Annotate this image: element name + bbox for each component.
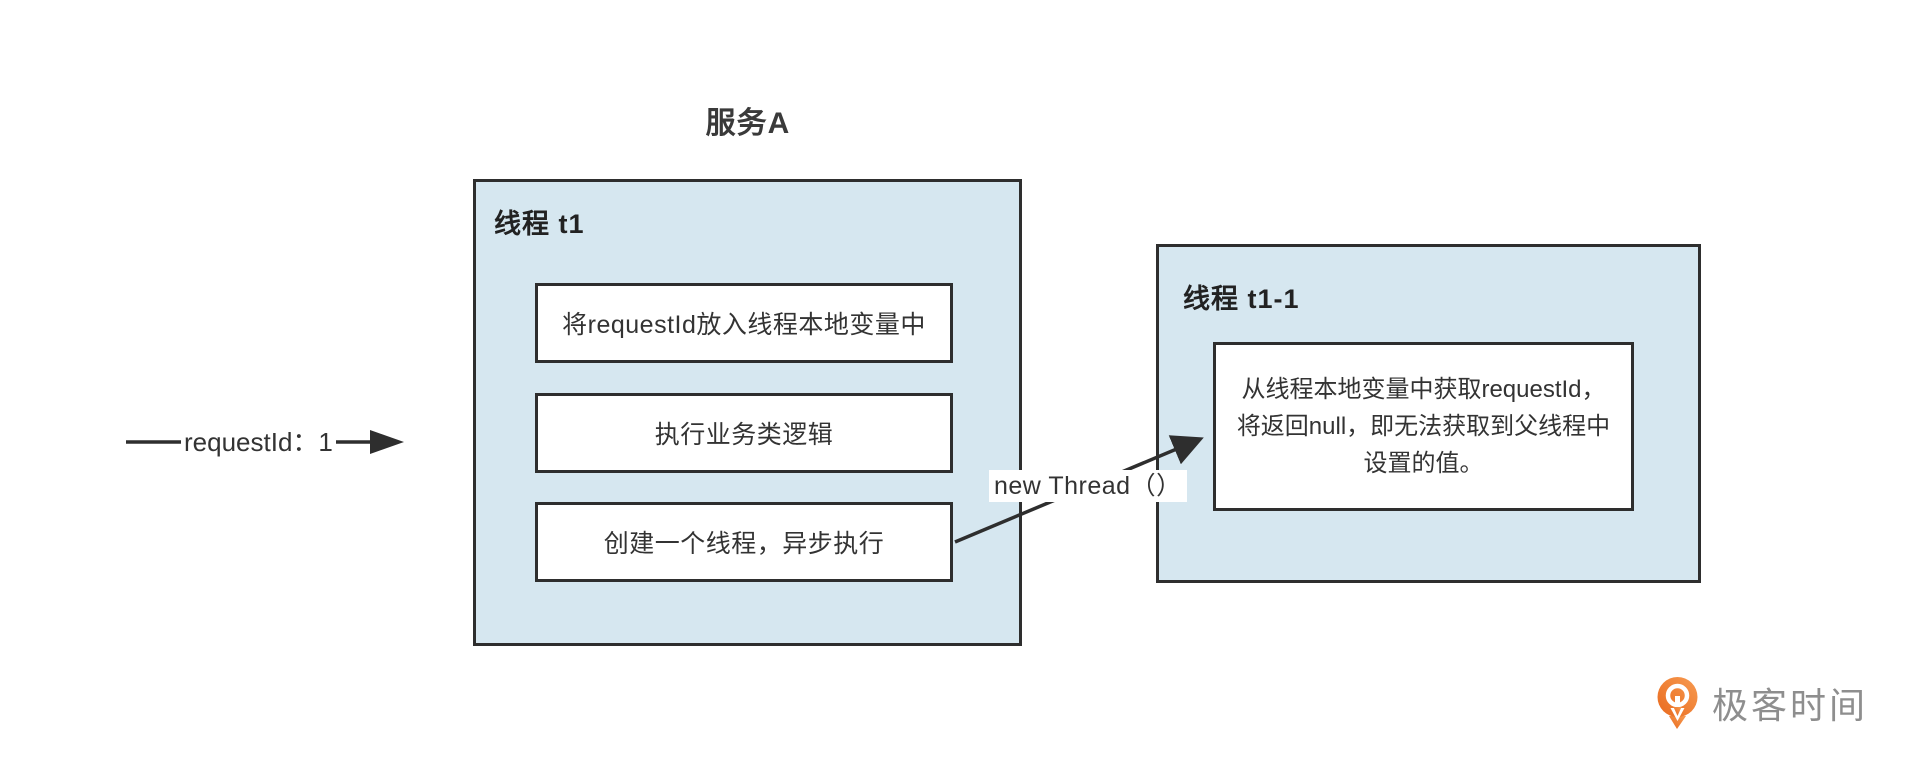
thread-t1-1-note-box: 从线程本地变量中获取requestId， 将返回null，即无法获取到父线程中 … [1213, 342, 1634, 511]
geektime-logo-text: 极客时间 [1712, 685, 1869, 726]
request-arrow-label: requestId：1 [181, 425, 336, 459]
thread-t1-label: 线程 t1 [494, 209, 585, 239]
new-thread-label: new Thread（） [989, 470, 1187, 502]
geektime-logo: 极客时间 [1656, 676, 1868, 730]
step-box-put-requestid: 将requestId放入线程本地变量中 [535, 283, 953, 363]
step-box-create-thread: 创建一个线程，异步执行 [535, 502, 953, 582]
thread-t1-1-label: 线程 t1-1 [1183, 284, 1300, 314]
thread-t1-box: 线程 t1 将requestId放入线程本地变量中 执行业务类逻辑 创建一个线程… [473, 179, 1022, 646]
service-a-title: 服务A [705, 107, 791, 140]
step-box-business-logic: 执行业务类逻辑 [535, 393, 953, 473]
geektime-pin-icon [1657, 677, 1698, 729]
thread-t1-1-box: 线程 t1-1 从线程本地变量中获取requestId， 将返回null，即无法… [1156, 244, 1701, 583]
